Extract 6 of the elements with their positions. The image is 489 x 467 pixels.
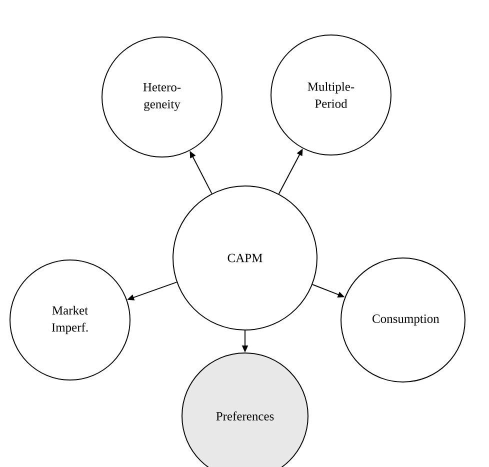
circle-node: Hetero- geneity: [102, 36, 222, 158]
circle-node: Market Imperf.: [10, 260, 130, 380]
circle-node: Preferences: [182, 352, 308, 467]
circle-node: CAPM: [172, 186, 318, 330]
circle-node: Multiple- Period: [270, 34, 392, 156]
circle-node: Consumption: [340, 258, 466, 382]
